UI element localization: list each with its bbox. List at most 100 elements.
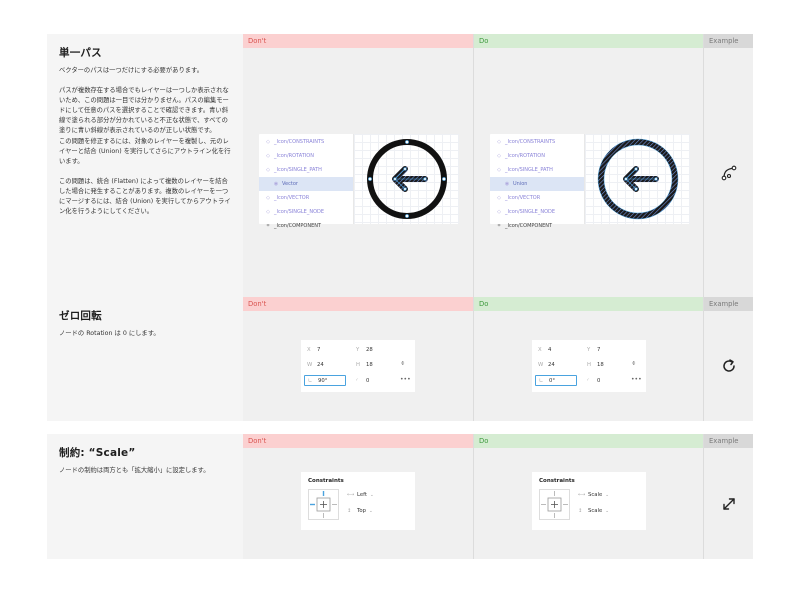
- dont-header: Don't: [243, 34, 473, 48]
- description-text: この問題は、統合 (Flatten) によって複数のレイヤーを結合した場合に発生…: [59, 177, 231, 216]
- vertical-constraint-icon: ↕: [347, 508, 352, 514]
- expand-arrows-icon: [722, 497, 735, 510]
- constraints-widget[interactable]: [308, 489, 339, 520]
- example-column: Example: [703, 297, 753, 421]
- arrow-circle-icon: [367, 139, 447, 219]
- layer-row-selected[interactable]: ◉Vector: [259, 177, 353, 191]
- layer-row-selected[interactable]: ◉Union: [490, 177, 584, 191]
- description-panel: 単一パス ベクターのパスは一つだけにする必要があります。 パスが複数存在する場合…: [47, 34, 243, 297]
- component-instance-icon: ◇: [266, 139, 270, 145]
- layer-row[interactable]: ◇_Icon/SINGLE_NODE: [266, 209, 325, 215]
- corner-radius-icon: ◜: [356, 377, 359, 384]
- layer-row[interactable]: ◇_Icon/ROTATION: [266, 153, 314, 159]
- vertical-constraint-select[interactable]: ↕Scale⌄: [578, 508, 610, 514]
- dont-column: Don't Constraints ⟷Left⌄ ↕Top⌄: [243, 434, 473, 559]
- chevron-down-icon: ⌄: [605, 508, 610, 514]
- more-icon[interactable]: •••: [631, 376, 642, 383]
- rotation-icon: ∟: [539, 377, 544, 384]
- layers-panel: ◇_Icon/CONSTRAINTS ◇_Icon/ROTATION ◇_Ico…: [259, 134, 459, 229]
- constrain-proportions-icon[interactable]: ⌽: [632, 360, 636, 367]
- vertical-constraint-select[interactable]: ↕Top⌄: [347, 508, 373, 514]
- layer-row[interactable]: ◇_Icon/CONSTRAINTS: [266, 139, 325, 145]
- description-panel: ゼロ回転 ノードの Rotation は 0 にします。: [47, 297, 243, 421]
- horizontal-constraint-select[interactable]: ⟷Scale⌄: [578, 492, 610, 498]
- rotate-icon: [722, 359, 735, 372]
- component-instance-icon: ◇: [497, 139, 501, 145]
- section-scale-constraints: 制約: “Scale” ノードの制約は両方とも「拡大縮小」に設定します。 Don…: [47, 434, 753, 559]
- section-single-path: 単一パス ベクターのパスは一つだけにする必要があります。 パスが複数存在する場合…: [47, 34, 753, 297]
- corner-radius-field[interactable]: ◜0: [587, 377, 601, 384]
- constraints-panel: Constraints ⟷Left⌄ ↕Top⌄: [301, 472, 415, 530]
- vector-icon: ◉: [273, 181, 279, 187]
- canvas-preview: [354, 134, 459, 224]
- layer-row[interactable]: ◇_Icon/ROTATION: [497, 153, 545, 159]
- component-instance-icon: ◇: [497, 209, 501, 215]
- frame-icon: ⌗: [497, 223, 501, 229]
- layer-row[interactable]: ◇_Icon/SINGLE_PATH: [266, 167, 322, 173]
- dont-header: Don't: [243, 297, 473, 311]
- chevron-down-icon: ⌄: [368, 508, 373, 514]
- horizontal-constraint-icon: ⟷: [578, 492, 586, 498]
- description-text: パスが複数存在する場合でもレイヤーは一つしか表示されないため、この問題は一目では…: [59, 87, 231, 165]
- constraints-panel: Constraints ⟷Scale⌄ ↕Scale⌄: [532, 472, 646, 530]
- frame-icon: ⌗: [266, 223, 270, 229]
- layer-row[interactable]: ◇_Icon/VECTOR: [497, 195, 541, 201]
- layer-row[interactable]: ◇_Icon/SINGLE_PATH: [497, 167, 553, 173]
- description-text: ベクターのパスは一つだけにする必要があります。: [59, 67, 204, 74]
- horizontal-constraint-select[interactable]: ⟷Left⌄: [347, 492, 374, 498]
- do-header: Do: [474, 297, 703, 311]
- constraints-diagram-icon: [310, 491, 337, 518]
- example-header: Example: [704, 434, 753, 448]
- union-icon: ◉: [504, 181, 510, 187]
- constrain-proportions-icon[interactable]: ⌽: [401, 360, 405, 367]
- canvas-preview: [585, 134, 690, 224]
- dont-column: Don't ◇_Icon/CONSTRAINTS ◇_Icon/ROTATION…: [243, 34, 473, 297]
- layers-panel: ◇_Icon/CONSTRAINTS ◇_Icon/ROTATION ◇_Ico…: [490, 134, 690, 229]
- rotation-field[interactable]: ∟0°: [535, 375, 577, 386]
- do-header: Do: [474, 34, 703, 48]
- section-title: 制約: “Scale”: [59, 447, 136, 459]
- chevron-down-icon: ⌄: [369, 492, 374, 498]
- layer-row[interactable]: ◇_Icon/CONSTRAINTS: [497, 139, 556, 145]
- do-column: Do Constraints ⟷Scale⌄ ↕Scale⌄: [473, 434, 703, 559]
- section-title: ゼロ回転: [59, 310, 102, 322]
- corner-radius-field[interactable]: ◜0: [356, 377, 370, 384]
- vertical-constraint-icon: ↕: [578, 508, 583, 514]
- more-icon[interactable]: •••: [400, 376, 411, 383]
- example-header: Example: [704, 34, 753, 48]
- constraints-diagram-icon: [541, 491, 568, 518]
- layer-row[interactable]: ◇_Icon/VECTOR: [266, 195, 310, 201]
- rotation-icon: ∟: [308, 377, 313, 384]
- do-header: Do: [474, 434, 703, 448]
- layer-row[interactable]: ⌗_Icon/COMPONENT: [497, 223, 553, 229]
- example-header: Example: [704, 297, 753, 311]
- description-text: ノードの Rotation は 0 にします。: [59, 330, 160, 337]
- layer-list: ◇_Icon/CONSTRAINTS ◇_Icon/ROTATION ◇_Ico…: [490, 134, 585, 229]
- layer-row[interactable]: ⌗_Icon/COMPONENT: [266, 223, 322, 229]
- horizontal-constraint-icon: ⟷: [347, 492, 355, 498]
- example-column: Example: [703, 34, 753, 297]
- constraints-title: Constraints: [539, 478, 575, 484]
- constraints-widget[interactable]: [539, 489, 570, 520]
- component-instance-icon: ◇: [497, 167, 501, 173]
- component-instance-icon: ◇: [497, 153, 501, 159]
- do-column: Do ◇_Icon/CONSTRAINTS ◇_Icon/ROTATION ◇_…: [473, 34, 703, 297]
- arrow-circle-icon: [597, 138, 679, 220]
- component-instance-icon: ◇: [497, 195, 501, 201]
- layer-row[interactable]: ◇_Icon/SINGLE_NODE: [497, 209, 556, 215]
- rotation-field[interactable]: ∟90°: [304, 375, 346, 386]
- component-instance-icon: ◇: [266, 195, 270, 201]
- bezier-path-icon: [721, 165, 736, 180]
